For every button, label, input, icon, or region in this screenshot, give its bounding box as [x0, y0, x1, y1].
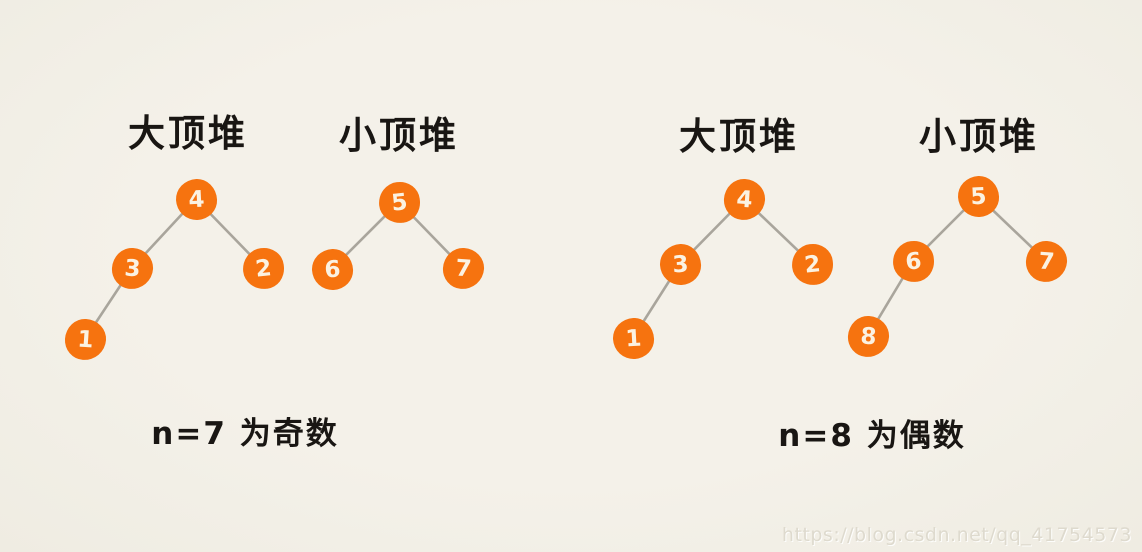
min-heap-title: 小顶堆	[919, 115, 1039, 158]
watermark-url: https://blog.csdn.net/qq_41754573	[781, 524, 1132, 546]
caption-n8: n=8 为偶数	[778, 418, 966, 454]
max-heap-title: 大顶堆	[679, 115, 799, 158]
max-heap-title: 大顶堆	[128, 112, 248, 155]
min-heap-title: 小顶堆	[339, 114, 459, 157]
caption-n7: n=7 为奇数	[151, 416, 339, 452]
